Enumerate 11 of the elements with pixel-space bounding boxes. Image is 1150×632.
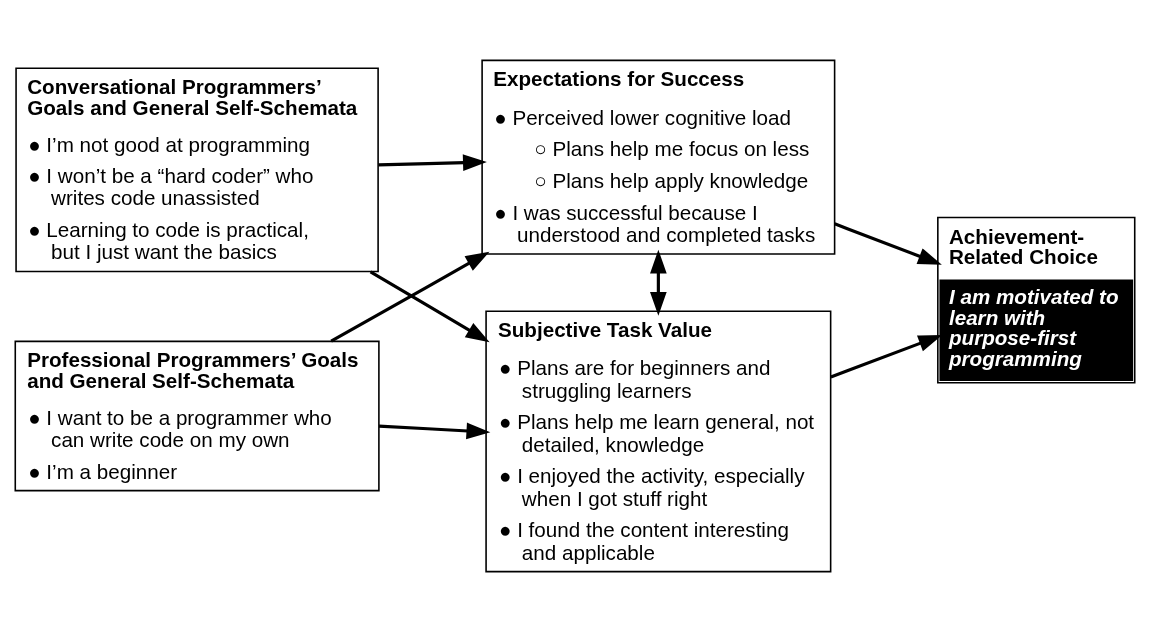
node-box: Subjective Task Value ● Plans are for beginners and struggling learners ● Plans help me learn general, not detailed, knowledge ● I enjoyed the activity, especially when I got stuff right ● I found the content interesting and applicable — [485, 310, 832, 573]
arrow — [369, 270, 490, 343]
node-box: Professional Programmers’ Goals and General Self-Schemata ● I want to be a programmer who can write code on my own ● I’m a beginner — [14, 340, 380, 492]
arrow — [834, 222, 942, 265]
arrow — [830, 334, 943, 379]
node-box: Conversational Programmers’ Goals and General Self-Schemata ● I’m not good at programming ● I won’t be a “hard coder” who writes code unassisted ● Learning to code is practical, but I just want the basics — [15, 67, 379, 273]
arrow — [378, 154, 487, 171]
arrow — [650, 249, 667, 316]
arrow — [379, 422, 491, 440]
node-box: Expectations for Success ● Perceived lower cognitive load ○ Plans help me focus on less ○ Plans help apply knowledge ● I was successful because I understood and completed tasks — [481, 59, 836, 255]
arrow — [330, 251, 490, 343]
